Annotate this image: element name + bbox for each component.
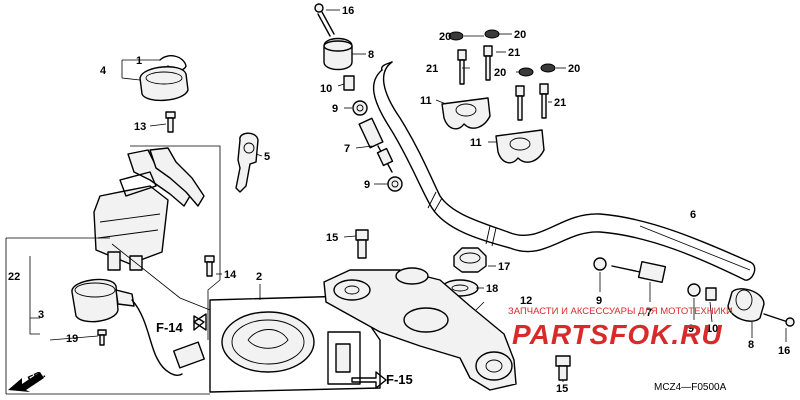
assembly-frame [5, 145, 221, 395]
cap-20-c [518, 67, 534, 77]
callout-21-a: 21 [426, 63, 438, 75]
switch-cover [139, 66, 189, 101]
callout-9-a: 9 [332, 103, 338, 115]
ignition-switch-body [93, 171, 169, 271]
bar-end-bolt-right [763, 313, 795, 327]
callout-16-right: 16 [778, 345, 790, 357]
cap-20-b [484, 29, 500, 39]
watermark-tagline: ЗАПЧАСТИ И АКСЕССУАРЫ ДЛЯ МОТОТЕХНИКИ [508, 306, 733, 317]
weight-pin-top [358, 117, 394, 173]
reference-f15: F-15 [386, 372, 413, 387]
upper-holder-a [441, 97, 491, 130]
callout-16-top: 16 [342, 5, 354, 17]
callout-8-top: 8 [368, 49, 374, 61]
callout-11-a: 11 [420, 95, 432, 107]
callout-21-c: 21 [554, 97, 566, 109]
callout-18: 18 [486, 283, 498, 295]
callout-15-a: 15 [326, 232, 338, 244]
bolt-21-b [483, 45, 493, 81]
bolt-15-a [355, 229, 369, 259]
leader-lines [49, 9, 787, 382]
callout-10-right: 10 [706, 323, 718, 335]
bolt-21-d [539, 83, 549, 119]
weight-pin-right [611, 260, 667, 284]
upper-holder-b [495, 129, 545, 164]
ref-arrow-f15 [351, 371, 387, 389]
callout-9-b: 9 [364, 179, 370, 191]
callout-9-c: 9 [596, 295, 602, 307]
diagram-code: MCZ4—F0500A [654, 382, 727, 393]
handlebar-pipe [372, 61, 756, 281]
switch-harness [131, 299, 205, 376]
callout-9-d: 9 [688, 323, 694, 335]
nut-mid [387, 176, 403, 192]
bolt-21-a [457, 49, 467, 85]
nut-top [352, 100, 368, 116]
callout-2: 2 [256, 271, 262, 283]
callout-20-c: 20 [494, 67, 506, 79]
callout-21-b: 21 [508, 47, 520, 59]
callout-22: 22 [8, 271, 20, 283]
collar-10-right [705, 287, 717, 301]
callout-8-right: 8 [748, 339, 754, 351]
callout-13: 13 [134, 121, 146, 133]
callout-19: 19 [66, 333, 78, 345]
cap-20-a [448, 31, 464, 41]
callout-10-top: 10 [320, 83, 332, 95]
callout-3: 3 [38, 309, 44, 321]
bar-end-weight-right [727, 288, 765, 322]
nut-9-right-b [687, 283, 701, 297]
callout-12: 12 [520, 295, 532, 307]
bar-end-bolt-top [314, 3, 335, 37]
cover-panel-2 [193, 295, 381, 393]
screw-19 [97, 329, 107, 346]
stem-nut-17 [453, 247, 487, 273]
collar-top [343, 75, 355, 91]
front-direction-label: FR. [26, 368, 47, 386]
callout-17: 17 [498, 261, 510, 273]
callout-20-a: 20 [439, 31, 451, 43]
callout-1: 1 [136, 55, 142, 67]
callout-7-right: 7 [646, 307, 652, 319]
top-bridge [323, 267, 517, 391]
watermark-brand: PARTSFOK.RU [512, 319, 723, 350]
callout-20-b: 20 [514, 29, 526, 41]
screw-14 [204, 255, 215, 277]
bolt-15-b [555, 355, 571, 381]
bolt-21-c [515, 85, 525, 121]
cap-20-d [540, 63, 556, 73]
callout-4: 4 [100, 65, 107, 77]
bar-end-weight-top [323, 37, 353, 71]
callout-5: 5 [264, 151, 270, 163]
callout-15-b: 15 [556, 383, 568, 395]
front-arrow [8, 372, 44, 392]
reference-f14: F-14 [156, 320, 184, 335]
callout-11-b: 11 [470, 137, 482, 149]
nut-9-right-a [593, 257, 607, 271]
callout-6: 6 [690, 209, 696, 221]
callout-14: 14 [224, 269, 237, 281]
callout-20-d: 20 [568, 63, 580, 75]
screw-13 [165, 111, 176, 133]
ref-arrow-f14 [193, 313, 207, 331]
ignition-keys [127, 147, 205, 207]
spare-key [235, 132, 259, 193]
callout-7-top: 7 [344, 143, 350, 155]
steering-lock [71, 278, 135, 323]
